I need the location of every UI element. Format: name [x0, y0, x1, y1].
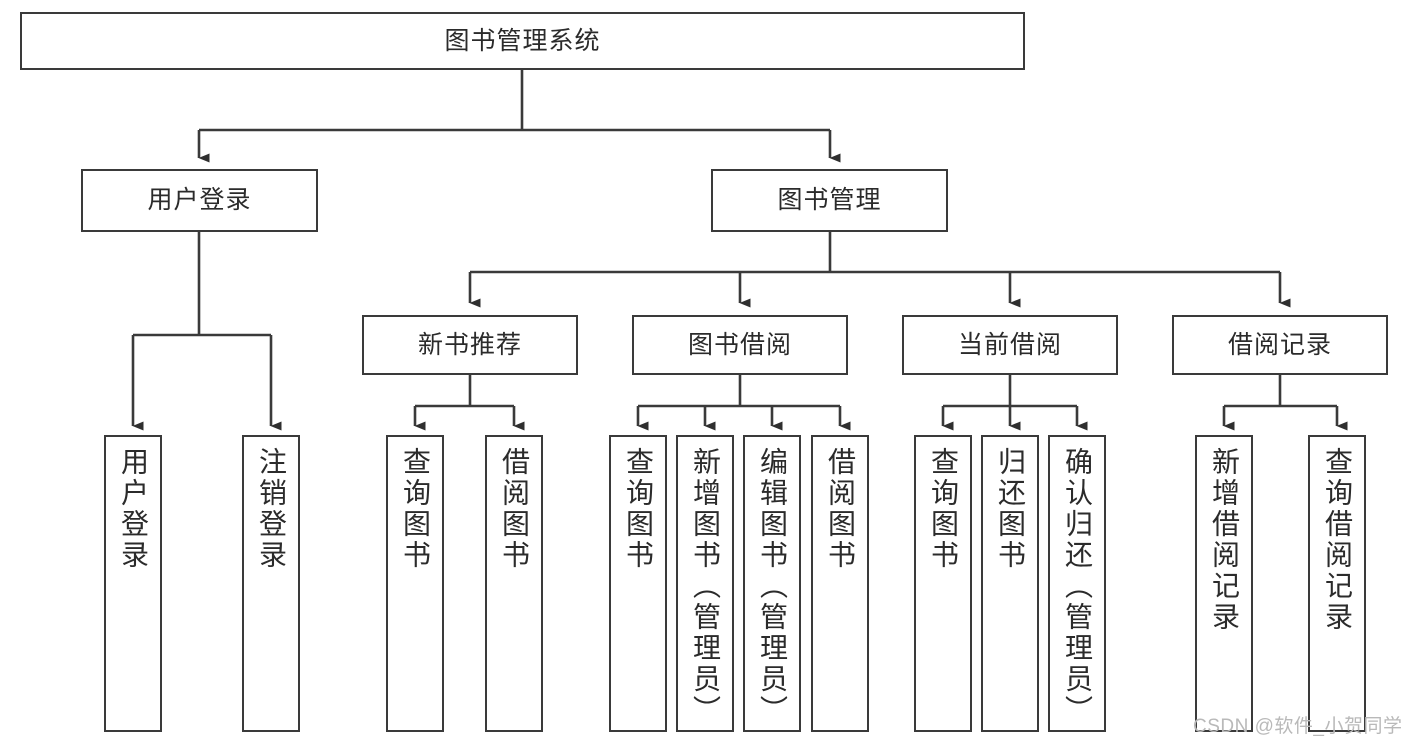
node-new-book-rec-label: 新书推荐: [417, 330, 522, 359]
leaf-query-book-3-label: 查询图书: [928, 447, 959, 571]
leaf-add-record[interactable]: 新增借阅记录: [1195, 435, 1253, 732]
leaf-query-record-label: 查询借阅记录: [1322, 447, 1353, 633]
node-borrow-record[interactable]: 借阅记录: [1172, 315, 1388, 375]
leaf-add-book-label: 新增图书（管理员）: [690, 447, 721, 726]
watermark: CSDN @软件_小贺同学: [1193, 716, 1403, 737]
node-current-borrow[interactable]: 当前借阅: [902, 315, 1118, 375]
leaf-borrow-book-1-label: 借阅图书: [499, 447, 530, 571]
leaf-add-book[interactable]: 新增图书（管理员）: [676, 435, 734, 732]
node-book-borrow-label: 图书借阅: [687, 330, 792, 359]
leaf-user-login-label: 用户登录: [118, 447, 149, 571]
leaf-confirm-return-label: 确认归还（管理员）: [1062, 447, 1093, 726]
leaf-return-book-label: 归还图书: [995, 447, 1026, 571]
leaf-query-record[interactable]: 查询借阅记录: [1308, 435, 1366, 732]
leaf-borrow-book-2-label: 借阅图书: [825, 447, 856, 571]
node-user-login[interactable]: 用户登录: [81, 169, 318, 232]
node-book-borrow[interactable]: 图书借阅: [632, 315, 848, 375]
leaf-query-book-2-label: 查询图书: [623, 447, 654, 571]
leaf-add-record-label: 新增借阅记录: [1209, 447, 1240, 633]
leaf-user-login[interactable]: 用户登录: [104, 435, 162, 732]
leaf-edit-book-label: 编辑图书（管理员）: [757, 447, 788, 726]
node-borrow-record-label: 借阅记录: [1227, 330, 1332, 359]
leaf-query-book-2[interactable]: 查询图书: [609, 435, 667, 732]
node-current-borrow-label: 当前借阅: [957, 330, 1062, 359]
node-user-login-label: 用户登录: [147, 186, 252, 215]
leaf-edit-book[interactable]: 编辑图书（管理员）: [743, 435, 801, 732]
leaf-query-book-1[interactable]: 查询图书: [386, 435, 444, 732]
node-book-manage-label: 图书管理: [777, 186, 882, 215]
node-book-manage[interactable]: 图书管理: [711, 169, 948, 232]
node-root[interactable]: 图书管理系统: [20, 12, 1025, 70]
node-root-label: 图书管理系统: [444, 26, 601, 55]
node-new-book-rec[interactable]: 新书推荐: [362, 315, 578, 375]
leaf-return-book[interactable]: 归还图书: [981, 435, 1039, 732]
leaf-query-book-3[interactable]: 查询图书: [914, 435, 972, 732]
leaf-logout[interactable]: 注销登录: [242, 435, 300, 732]
leaf-confirm-return[interactable]: 确认归还（管理员）: [1048, 435, 1106, 732]
leaf-logout-label: 注销登录: [256, 447, 287, 571]
leaf-query-book-1-label: 查询图书: [400, 447, 431, 571]
leaf-borrow-book-2[interactable]: 借阅图书: [811, 435, 869, 732]
leaf-borrow-book-1[interactable]: 借阅图书: [485, 435, 543, 732]
